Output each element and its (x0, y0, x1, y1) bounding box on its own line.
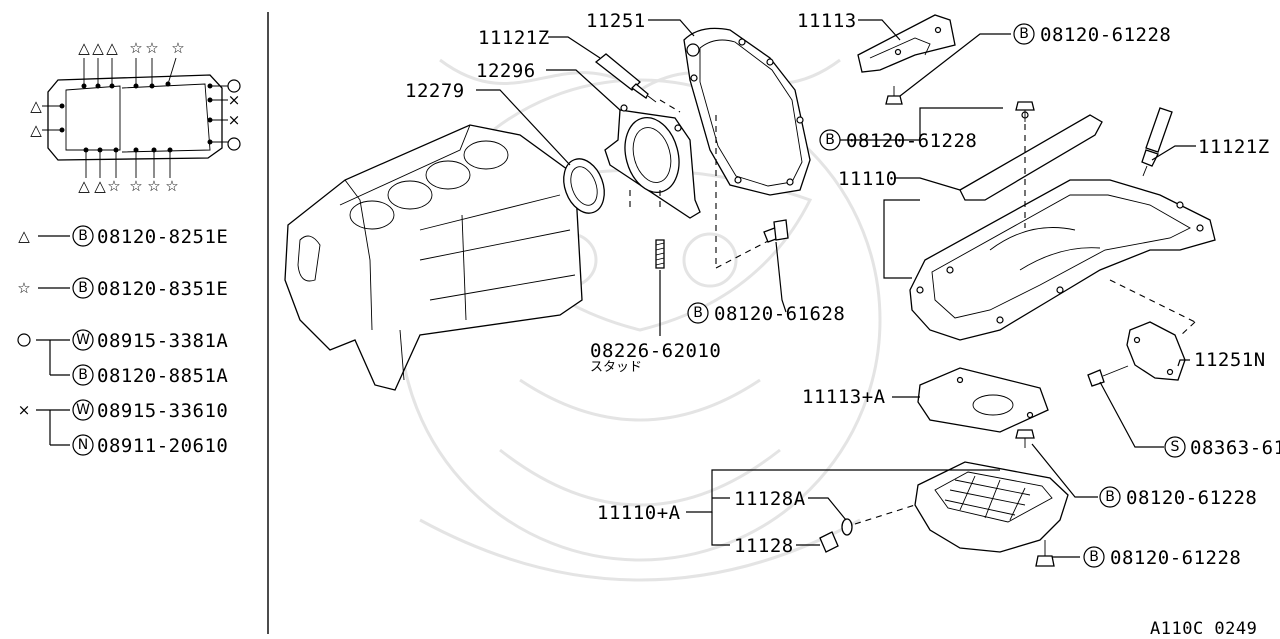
callout-part: 08120-61228 (1110, 547, 1241, 569)
label-11251: 11251 (586, 10, 646, 32)
bolt-11113a (1015, 429, 1035, 448)
bolt-6122g (1087, 365, 1129, 387)
oil-pan-upper-11110 (909, 111, 1216, 341)
label-11110: 11110 (838, 168, 898, 190)
legend-row-circle: W 08915-3381A B 08120-8851A (17, 329, 228, 387)
svg-text:△: △ (78, 39, 90, 57)
legend-cross-prefix-1: W (76, 402, 90, 418)
label-stud-jp: スタッド (590, 360, 642, 375)
gasket-schematic: △△ △☆ ☆☆ △△ ☆☆ ☆☆ △△ × × (30, 39, 241, 195)
legend-cross-prefix-2: N (78, 437, 88, 453)
callout-b-61228-b: B 08120-61228 (819, 129, 977, 152)
sealant-tube-right (1141, 107, 1173, 177)
label-11128a: 11128A (734, 488, 806, 510)
svg-text:☆: ☆ (129, 39, 142, 57)
label-11121z-right: 11121Z (1198, 136, 1270, 158)
bolt-61628 (763, 219, 789, 243)
baffle-11113 (857, 14, 956, 73)
label-11110a: 11110+A (597, 502, 681, 524)
callout-part: 08363-6122G (1190, 437, 1280, 459)
svg-text:☆: ☆ (147, 177, 160, 195)
callout-b-61628: B 08120-61628 (687, 302, 845, 325)
label-stud-part: 08226-62010 (590, 340, 721, 362)
retainer-12296 (604, 104, 701, 219)
callout-prefix: B (825, 132, 835, 148)
svg-text:△: △ (30, 97, 42, 115)
callout-part: 08120-61628 (714, 303, 845, 325)
callout-part: 08120-61228 (846, 130, 977, 152)
bolt-lower-pan (1035, 540, 1055, 567)
drain-plug-11128 (819, 518, 853, 553)
label-12296: 12296 (476, 60, 536, 82)
svg-text:△: △ (18, 227, 30, 245)
callout-prefix: B (1105, 489, 1115, 505)
svg-text:☆: ☆ (107, 177, 120, 195)
svg-text:☆: ☆ (145, 39, 158, 57)
legend-row-cross: × W 08915-33610 N 08911-20610 (18, 399, 228, 457)
legend-circle-part-2: 08120-8851A (97, 365, 228, 387)
oil-pan-lower-11110a (914, 461, 1069, 553)
oil-seal-12279 (563, 158, 605, 214)
legend-circle-prefix-2: B (78, 367, 88, 383)
svg-text:△: △ (78, 177, 90, 195)
svg-text:×: × (228, 111, 241, 129)
stud-08226 (655, 239, 665, 269)
svg-text:☆: ☆ (165, 177, 178, 195)
legend-triangle-prefix: B (78, 228, 88, 244)
svg-text:×: × (228, 91, 241, 109)
cover-11251n (1126, 321, 1186, 381)
svg-text:×: × (18, 401, 31, 419)
callout-b-61228-c: B 08120-61228 (1099, 486, 1257, 509)
svg-text:△: △ (30, 121, 42, 139)
label-11251n: 11251N (1194, 349, 1266, 371)
legend-cross-part-1: 08915-33610 (97, 400, 228, 422)
callout-part: 08120-61228 (1040, 24, 1171, 46)
legend-star-part: 08120-8351E (97, 278, 228, 300)
legend-circle-prefix-1: W (76, 332, 90, 348)
bolt-11113 (885, 86, 903, 105)
label-11113a: 11113+A (802, 386, 886, 408)
svg-text:☆: ☆ (17, 279, 30, 297)
callout-prefix: B (1089, 549, 1099, 565)
callout-prefix: B (1019, 26, 1029, 42)
label-11128: 11128 (734, 535, 794, 557)
label-11121z-top: 11121Z (478, 27, 550, 49)
callout-prefix: S (1171, 439, 1180, 455)
svg-text:☆: ☆ (171, 39, 184, 57)
engine-block (284, 124, 583, 391)
callout-prefix: B (693, 305, 703, 321)
label-11113: 11113 (797, 10, 857, 32)
label-12279: 12279 (405, 80, 465, 102)
bolt-pan-upper (1015, 101, 1035, 122)
callout-b-61228-d: B 08120-61228 (1083, 546, 1241, 569)
callout-b-61228-a: B 08120-61228 (1013, 23, 1171, 46)
legend-triangle-part: 08120-8251E (97, 226, 228, 248)
sealant-tube-top (594, 53, 681, 113)
diagram-id: A110C 0249 (1150, 619, 1257, 639)
legend-row-triangle: △ B 08120-8251E (18, 225, 228, 248)
baffle-11113a (917, 367, 1049, 433)
callout-s-6122g: S 08363-6122G (1164, 436, 1280, 459)
legend-row-star: ☆ B 08120-8351E (17, 277, 228, 300)
legend-circle-part-1: 08915-3381A (97, 330, 228, 352)
svg-text:△: △ (94, 177, 106, 195)
rear-plate-11251 (683, 27, 811, 196)
callout-part: 08120-61228 (1126, 487, 1257, 509)
leader-lines (476, 19, 1196, 558)
legend-cross-part-2: 08911-20610 (97, 435, 228, 457)
svg-text:☆: ☆ (129, 177, 142, 195)
svg-text:△: △ (92, 39, 104, 57)
svg-text:△: △ (106, 39, 118, 57)
legend-star-prefix: B (78, 280, 88, 296)
